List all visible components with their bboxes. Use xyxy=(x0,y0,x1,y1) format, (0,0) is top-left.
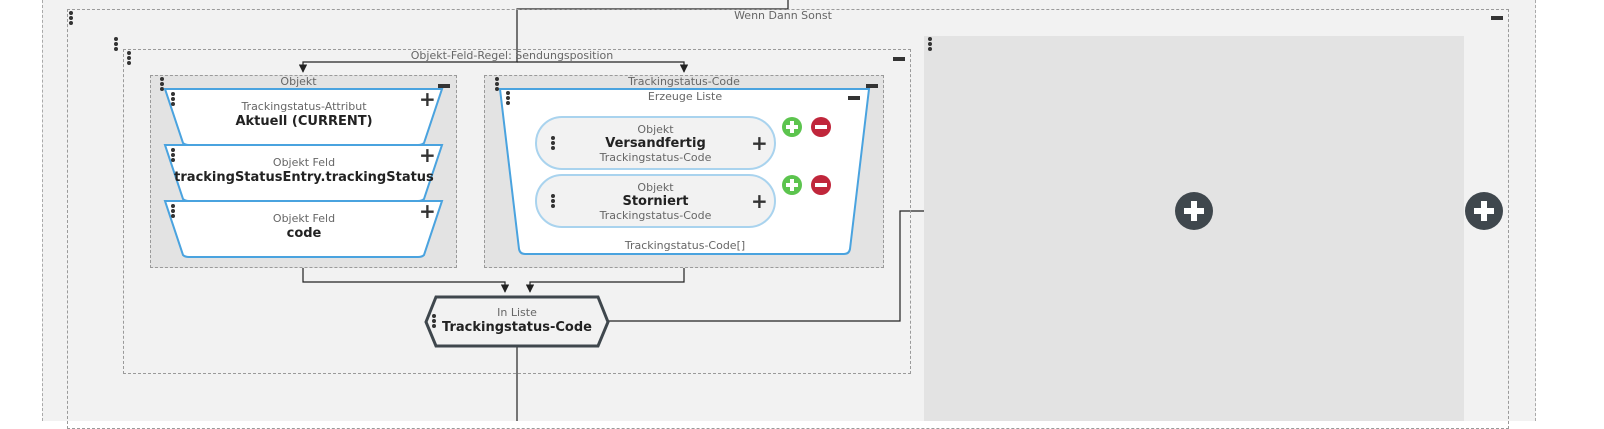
list-item-value: Storniert xyxy=(622,194,689,209)
list-item-type: Objekt xyxy=(637,123,674,136)
drag-handle-icon[interactable] xyxy=(69,11,73,25)
plus-icon[interactable]: + xyxy=(419,143,436,167)
connector-top xyxy=(298,0,789,73)
collapse-tracking-code-group-button[interactable] xyxy=(866,84,878,88)
card-value-label: code xyxy=(286,226,322,241)
in-list-node[interactable]: In Liste Trackingstatus-Code xyxy=(424,295,610,349)
in-list-label: In Liste xyxy=(497,306,537,319)
drag-handle-icon[interactable] xyxy=(171,92,175,106)
drag-handle-icon[interactable] xyxy=(928,37,932,51)
drag-handle-icon[interactable] xyxy=(160,77,164,91)
remove-circle-icon[interactable] xyxy=(811,117,831,137)
list-item[interactable]: + Objekt Versandfertig Trackingstatus-Co… xyxy=(535,116,776,170)
objekt-group-title: Objekt xyxy=(280,75,317,88)
list-item-type: Objekt xyxy=(637,181,674,194)
connector-code-down xyxy=(525,268,685,293)
drag-handle-icon[interactable] xyxy=(495,77,499,91)
list-item-value: Versandfertig xyxy=(605,136,706,151)
drag-handle-icon[interactable] xyxy=(432,314,436,328)
add-node-button[interactable] xyxy=(1175,192,1213,230)
if-then-else-title: Wenn Dann Sonst xyxy=(734,9,832,22)
collapse-rule-button[interactable] xyxy=(893,57,905,61)
plus-icon[interactable]: + xyxy=(419,199,436,223)
collapse-if-then-else-button[interactable] xyxy=(1491,16,1503,20)
object-field-rule-title: Objekt-Feld-Regel: Sendungsposition xyxy=(410,49,614,62)
tracking-status-field-card[interactable]: + Objekt Feld trackingStatusEntry.tracki… xyxy=(163,145,445,201)
plus-icon[interactable]: + xyxy=(751,189,768,213)
collapse-list-button[interactable] xyxy=(848,96,860,100)
card-value-label: Aktuell (CURRENT) xyxy=(235,114,373,129)
add-node-button[interactable] xyxy=(1465,192,1503,230)
plus-icon[interactable]: + xyxy=(751,131,768,155)
collapse-objekt-group-button[interactable] xyxy=(438,84,450,88)
code-field-card[interactable]: + Objekt Feld code xyxy=(163,201,445,257)
drag-handle-icon[interactable] xyxy=(551,194,555,208)
drag-handle-icon[interactable] xyxy=(506,91,510,105)
in-list-shape xyxy=(424,295,610,348)
drag-handle-icon[interactable] xyxy=(171,148,175,162)
add-circle-icon[interactable] xyxy=(782,175,802,195)
trapezoid-card-3 xyxy=(163,200,444,258)
current-status-attribute-card[interactable]: + Trackingstatus-Attribut Aktuell (CURRE… xyxy=(163,89,445,145)
objekt-cards-shapes xyxy=(163,88,444,258)
create-list-footer: Trackingstatus-Code[] xyxy=(624,239,746,252)
drag-handle-icon[interactable] xyxy=(551,136,555,150)
create-list-title: Erzeuge Liste xyxy=(647,90,723,103)
create-list-block[interactable]: Erzeuge Liste Trackingstatus-Code[] xyxy=(498,88,872,256)
connector-top-right xyxy=(517,61,689,73)
card-value-label: trackingStatusEntry.trackingStatus xyxy=(174,170,434,185)
connector-objekt-down xyxy=(302,268,510,293)
list-item-class: Trackingstatus-Code xyxy=(599,151,712,164)
drag-handle-icon[interactable] xyxy=(127,51,131,65)
plus-icon[interactable]: + xyxy=(419,87,436,111)
add-circle-icon[interactable] xyxy=(782,117,802,137)
list-item-class: Trackingstatus-Code xyxy=(599,209,712,222)
remove-circle-icon[interactable] xyxy=(811,175,831,195)
card-type-label: Trackingstatus-Attribut xyxy=(241,100,367,113)
card-type-label: Objekt Feld xyxy=(272,212,336,225)
drag-handle-icon[interactable] xyxy=(171,204,175,218)
card-type-label: Objekt Feld xyxy=(272,156,336,169)
list-item[interactable]: + Objekt Storniert Trackingstatus-Code xyxy=(535,174,776,228)
in-list-type: Trackingstatus-Code xyxy=(442,320,592,335)
object-field-rule-block xyxy=(123,49,911,374)
drag-handle-icon[interactable] xyxy=(114,37,118,51)
tracking-code-group-title: Trackingstatus-Code xyxy=(628,75,740,88)
